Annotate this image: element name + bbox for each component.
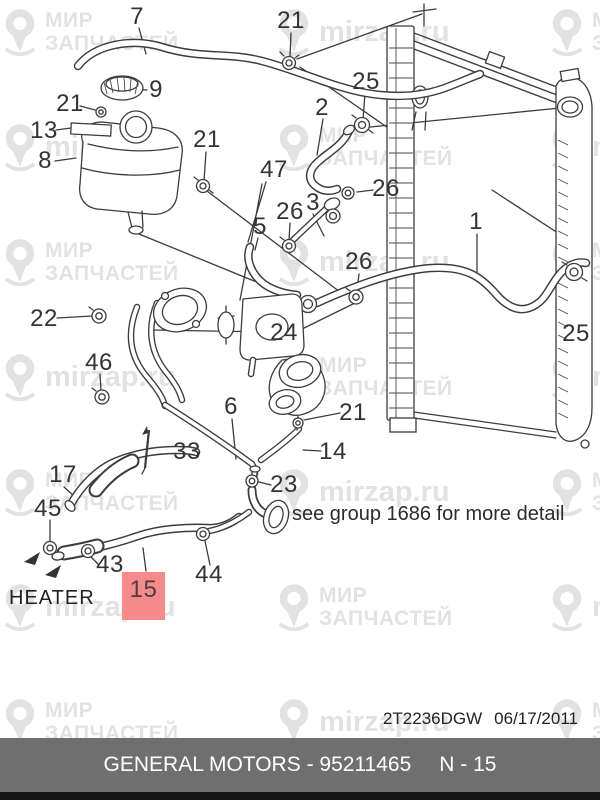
water-pipe [289,197,341,244]
part-callout[interactable]: 2 [315,94,329,121]
map-pin-icon [278,9,310,56]
leader-lines [49,13,588,572]
watermark: mirzap.ru [276,468,450,516]
watermark-site-text: mirzap.ru [592,131,600,164]
throttle-body [268,353,326,431]
footer-page-ref: N - 15 [439,753,497,776]
plate-code: 2T2236DGW [382,709,483,728]
part-callout[interactable]: 5 [253,213,267,240]
part-callout[interactable]: 13 [30,117,58,144]
drawing-plate: 2T2236DGW 06/17/2011 [371,709,578,729]
watermark: mirzap.ru [276,8,450,56]
map-pin-icon [551,469,583,516]
part-callout[interactable]: 26 [276,198,304,225]
direction-arrows [24,552,61,578]
plate-date: 06/17/2011 [494,709,578,728]
watermark-site-text: mirzap.ru [592,361,600,394]
part-callout[interactable]: 1 [469,208,483,235]
map-pin-icon [4,469,36,516]
heater-label: HEATER [9,587,95,609]
part-callout[interactable]: 23 [270,471,298,498]
map-pin-icon [4,124,36,171]
thermostat-housing [152,287,305,378]
part-callout[interactable]: 3 [306,189,320,216]
watermark-site-text: mirzap.ru [319,705,450,738]
part-callout[interactable]: 47 [260,156,288,183]
footer-part-number: GENERAL MOTORS - 95211465 [103,753,412,776]
map-pin-icon [4,9,36,56]
watermark-site-text: mirzap.ru [319,15,450,48]
watermark: mirzap.ru [276,698,450,746]
part-callout[interactable]: 22 [30,305,58,332]
part-callout[interactable]: 21 [193,126,221,153]
part-callout[interactable]: 25 [562,320,590,347]
part-callout[interactable]: 21 [339,399,367,426]
part-callout[interactable]: 33 [173,438,201,465]
part-callout[interactable]: 6 [224,393,238,420]
part-callout[interactable]: 17 [49,461,77,488]
map-pin-icon [4,239,36,286]
tie-rod [141,426,151,475]
map-pin-icon [4,354,36,401]
map-pin-icon [551,9,583,56]
part-callout[interactable]: 21 [277,7,305,34]
watermark-site-text: mirzap.ru [319,475,450,508]
expansion-tank [70,75,183,235]
part-callout[interactable]: 45 [34,495,62,522]
part-callout[interactable]: 26 [345,248,373,275]
part-callout[interactable]: 25 [352,68,380,95]
part-callout[interactable]: 46 [85,349,113,376]
part-callout[interactable]: 43 [96,551,124,578]
see-group-note: see group 1686 for more detail [292,503,565,525]
part-callout[interactable]: 8 [38,147,52,174]
radiator [386,3,593,449]
part-callout[interactable]: 44 [195,561,223,588]
bottom-strip [0,792,600,800]
parts-diagram-line-art [24,3,593,578]
map-pin-icon [278,124,310,171]
part-callout[interactable]: 14 [319,438,347,465]
watermark: mirzap.ru [549,583,600,631]
part-callout-highlighted[interactable]: 15 [122,572,165,620]
part-callout[interactable]: 24 [270,319,298,346]
watermark-site-text: mirzap.ru [592,591,600,624]
footer-bar: GENERAL MOTORS - 95211465 N - 15 [0,738,600,792]
part-callout[interactable]: 9 [149,76,163,103]
part-callout[interactable]: 26 [372,175,400,202]
map-pin-icon [278,584,310,631]
hose-clamps [42,51,588,559]
map-pin-icon [551,584,583,631]
map-pin-icon [4,584,36,631]
part-callout[interactable]: 7 [130,3,144,30]
part-callout[interactable]: 21 [56,90,84,117]
